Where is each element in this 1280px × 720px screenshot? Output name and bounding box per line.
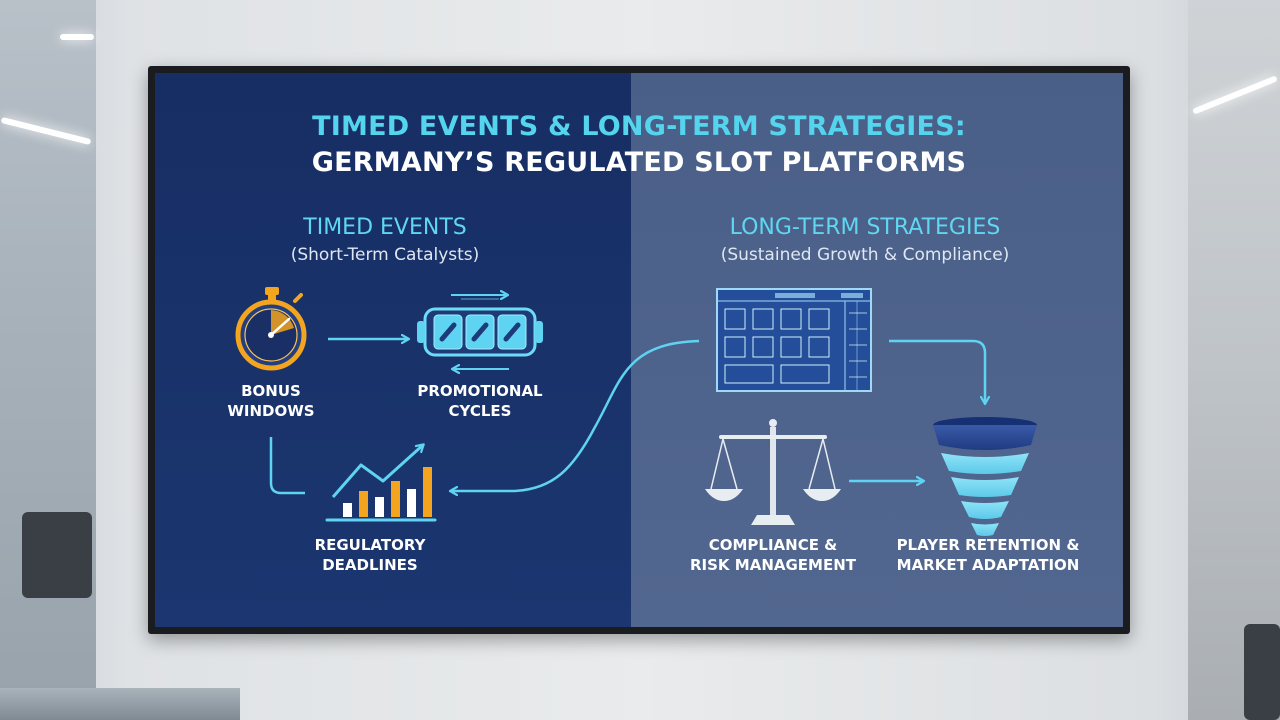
main-title-line1: TIMED EVENTS & LONG-TERM STRATEGIES: [312,111,966,142]
node-label-regulatory-deadlines: REGULATORY DEADLINES [295,535,445,575]
node-label-line: WINDOWS [227,402,315,420]
main-title-line2: GERMANY’S REGULATED SLOT PLATFORMS [311,147,967,178]
node-label-line: RISK MANAGEMENT [690,556,856,574]
node-label-compliance-risk: COMPLIANCE & RISK MANAGEMENT [675,535,871,575]
glass-table [0,688,240,720]
timed-events-panel [155,73,631,627]
node-label-line: DEADLINES [322,556,418,574]
blueprint-icon [716,288,872,392]
office-chair [22,512,92,598]
display-screen: TIMED EVENTS & LONG-TERM STRATEGIES: GER… [148,66,1130,634]
node-label-line: CYCLES [448,402,512,420]
node-label-promotional-cycles: PROMOTIONAL CYCLES [405,381,555,421]
office-wall-right [1188,0,1280,720]
long-term-strategies-heading: LONG-TERM STRATEGIES [729,215,1001,240]
ceiling-light [60,34,94,40]
node-label-line: PLAYER RETENTION & [896,536,1080,554]
node-label-line: COMPLIANCE & [708,536,838,554]
node-label-line: REGULATORY [314,536,426,554]
diagram-graphics [235,287,1037,536]
node-label-line: MARKET ADAPTATION [896,556,1080,574]
timed-events-subheading: (Short-Term Catalysts) [290,245,480,265]
funnel-icon [933,417,1037,536]
node-label-player-retention: PLAYER RETENTION & MARKET ADAPTATION [883,535,1093,575]
balance-scale-icon [705,419,841,525]
connector-strategy-to-regulatory [451,339,700,491]
long-term-strategies-panel [631,73,1123,627]
office-wall-left [0,0,96,720]
node-label-line: PROMOTIONAL [417,382,543,400]
stopwatch-icon [235,287,307,371]
timed-events-heading: TIMED EVENTS [303,215,467,240]
office-chair [1244,624,1280,720]
infographic-panel: TIMED EVENTS & LONG-TERM STRATEGIES: GER… [155,73,1123,627]
arrow-strategy-to-retention [889,339,985,403]
node-label-bonus-windows: BONUS WINDOWS [201,381,341,421]
node-label-line: BONUS [241,382,301,400]
long-term-strategies-subheading: (Sustained Growth & Compliance) [720,245,1010,265]
rising-bar-chart-icon [325,445,437,522]
connector-bonus-to-regulatory [269,437,305,495]
slot-reels-icon [417,295,543,369]
